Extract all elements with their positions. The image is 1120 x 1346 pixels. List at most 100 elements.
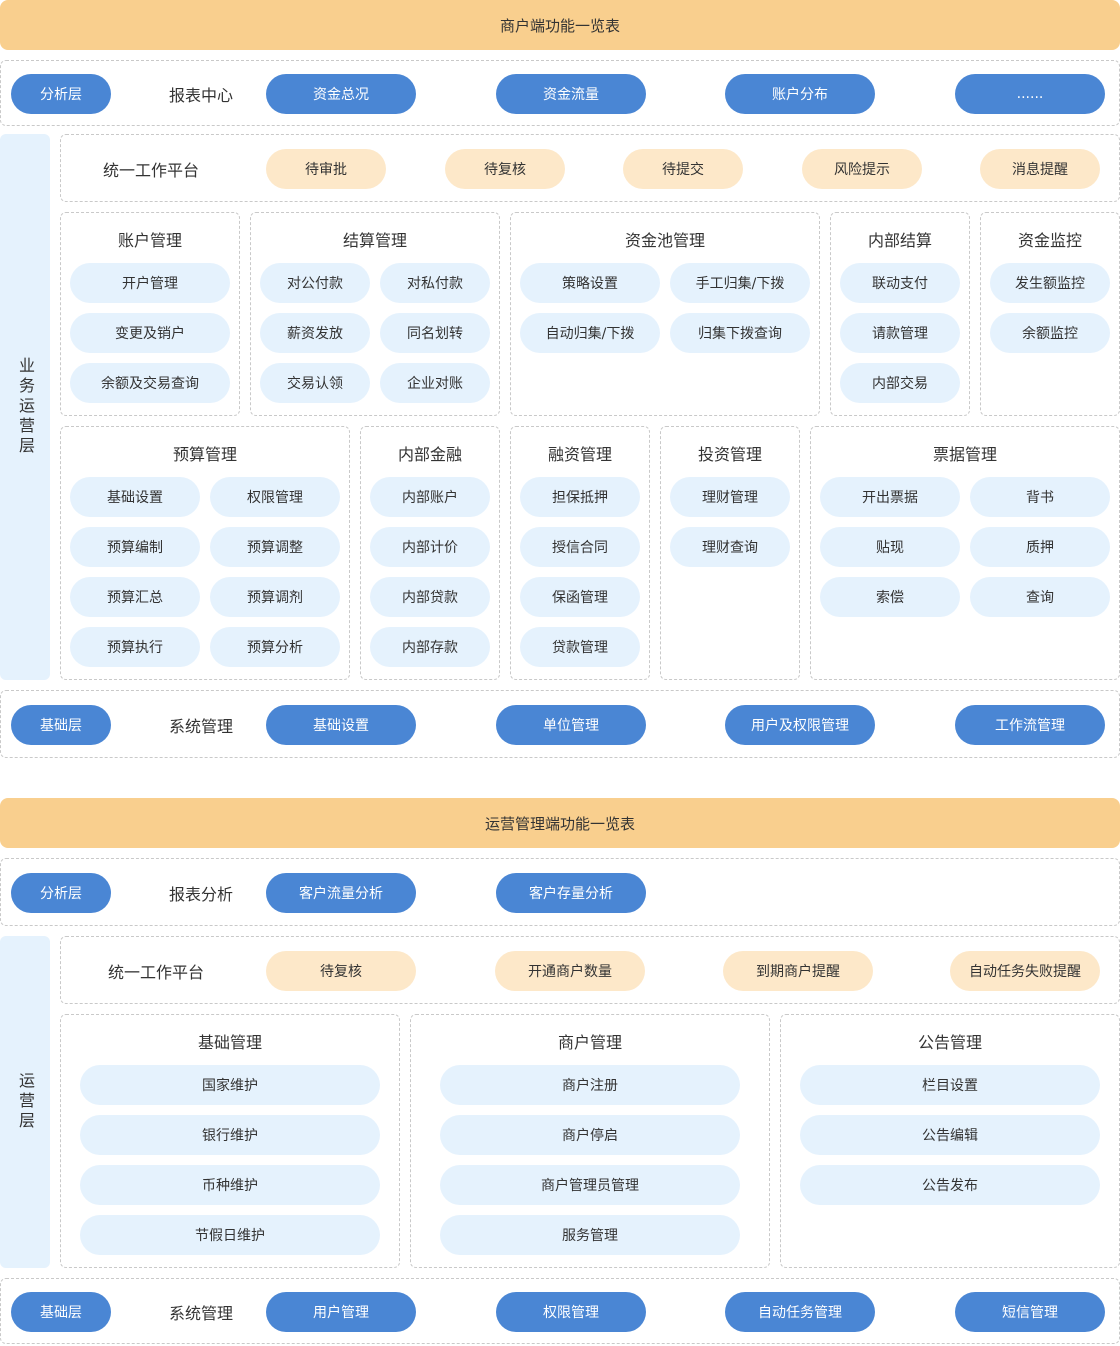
module-item[interactable]: 预算编制	[70, 527, 200, 567]
module-item[interactable]: 手工归集/下拨	[670, 263, 810, 303]
module-item[interactable]: 预算调整	[210, 527, 340, 567]
module-item[interactable]: 开出票据	[820, 477, 960, 517]
operation-base-row: 基础层 系统管理 用户管理 权限管理 自动任务管理 短信管理	[0, 1278, 1120, 1344]
module-item[interactable]: 商户停启	[440, 1115, 740, 1155]
expiring-merchants-button[interactable]: 到期商户提醒	[723, 951, 873, 991]
merchant-analysis-row: 分析层 报表中心 资金总况 资金流量 账户分布 ......	[0, 60, 1120, 126]
module-item[interactable]: 索偿	[820, 577, 960, 617]
module-item[interactable]: 基础设置	[70, 477, 200, 517]
module-item[interactable]: 对公付款	[260, 263, 370, 303]
system-management-label: 系统管理	[168, 1304, 233, 1323]
auto-task-management-button[interactable]: 自动任务管理	[725, 1292, 875, 1332]
system-management-label: 系统管理	[168, 717, 233, 736]
module-item[interactable]: 公告编辑	[800, 1115, 1100, 1155]
module-item[interactable]: 发生额监控	[990, 263, 1110, 303]
module-item[interactable]: 预算分析	[210, 627, 340, 667]
module-item[interactable]: 预算调剂	[210, 577, 340, 617]
module-item[interactable]: 商户管理员管理	[440, 1165, 740, 1205]
module-investment: 投资管理 理财管理 理财查询	[660, 426, 800, 680]
operation-analysis-row: 分析层 报表分析 客户流量分析 客户存量分析	[0, 858, 1120, 926]
module-item[interactable]: 授信合同	[520, 527, 640, 567]
module-item[interactable]: 预算汇总	[70, 577, 200, 617]
module-notice-management: 公告管理 栏目设置 公告编辑 公告发布	[780, 1014, 1120, 1268]
module-item[interactable]: 归集下拨查询	[670, 313, 810, 353]
module-item[interactable]: 策略设置	[520, 263, 660, 303]
module-item[interactable]: 变更及销户	[70, 313, 230, 353]
pending-review-button[interactable]: 待复核	[445, 149, 565, 189]
customer-stock-analysis-button[interactable]: 客户存量分析	[496, 873, 646, 913]
module-item[interactable]: 银行维护	[80, 1115, 380, 1155]
module-item[interactable]: 同名划转	[380, 313, 490, 353]
analysis-layer-badge: 分析层	[11, 873, 111, 913]
module-item[interactable]: 权限管理	[210, 477, 340, 517]
opened-merchants-button[interactable]: 开通商户数量	[495, 951, 645, 991]
pending-approval-button[interactable]: 待审批	[266, 149, 386, 189]
permission-management-button[interactable]: 权限管理	[496, 1292, 646, 1332]
module-item[interactable]: 公告发布	[800, 1165, 1100, 1205]
module-item[interactable]: 联动支付	[840, 263, 960, 303]
module-settlement: 结算管理 对公付款 对私付款 薪资发放 同名划转 交易认领 企业对账	[250, 212, 500, 416]
module-item[interactable]: 担保抵押	[520, 477, 640, 517]
module-item[interactable]: 服务管理	[440, 1215, 740, 1255]
basic-settings-button[interactable]: 基础设置	[266, 705, 416, 745]
user-permission-button[interactable]: 用户及权限管理	[725, 705, 875, 745]
module-item[interactable]: 预算执行	[70, 627, 200, 667]
module-item[interactable]: 保函管理	[520, 577, 640, 617]
module-title: 投资管理	[697, 445, 762, 464]
user-management-button[interactable]: 用户管理	[266, 1292, 416, 1332]
customer-flow-analysis-button[interactable]: 客户流量分析	[266, 873, 416, 913]
module-item[interactable]: 背书	[970, 477, 1110, 517]
message-reminder-button[interactable]: 消息提醒	[980, 149, 1100, 189]
module-item[interactable]: 质押	[970, 527, 1110, 567]
merchant-base-row: 基础层 系统管理 基础设置 单位管理 用户及权限管理 工作流管理	[0, 690, 1120, 758]
module-item[interactable]: 理财管理	[670, 477, 790, 517]
module-item[interactable]: 内部计价	[370, 527, 490, 567]
module-item[interactable]: 贷款管理	[520, 627, 640, 667]
module-item[interactable]: 内部交易	[840, 363, 960, 403]
module-item[interactable]: 贴现	[820, 527, 960, 567]
module-item[interactable]: 自动归集/下拨	[520, 313, 660, 353]
account-distribution-button[interactable]: 账户分布	[725, 74, 875, 114]
operations-layer-label: 运营层	[0, 936, 50, 1268]
module-item[interactable]: 理财查询	[670, 527, 790, 567]
module-account: 账户管理 开户管理 变更及销户 余额及交易查询	[60, 212, 240, 416]
module-title: 商户管理	[557, 1033, 622, 1052]
module-item[interactable]: 余额及交易查询	[70, 363, 230, 403]
module-financing: 融资管理 担保抵押 授信合同 保函管理 贷款管理	[510, 426, 650, 680]
fund-overview-button[interactable]: 资金总况	[266, 74, 416, 114]
risk-alert-button[interactable]: 风险提示	[802, 149, 922, 189]
module-internal-finance: 内部金融 内部账户 内部计价 内部贷款 内部存款	[360, 426, 500, 680]
module-item[interactable]: 栏目设置	[800, 1065, 1100, 1105]
module-item[interactable]: 节假日维护	[80, 1215, 380, 1255]
module-item[interactable]: 内部存款	[370, 627, 490, 667]
report-center-label: 报表中心	[168, 86, 233, 105]
module-item[interactable]: 薪资发放	[260, 313, 370, 353]
pending-review-button[interactable]: 待复核	[266, 951, 416, 991]
module-internal-settlement: 内部结算 联动支付 请款管理 内部交易	[830, 212, 970, 416]
base-layer-badge: 基础层	[11, 1292, 111, 1332]
sms-management-button[interactable]: 短信管理	[955, 1292, 1105, 1332]
pending-submit-button[interactable]: 待提交	[623, 149, 743, 189]
report-analysis-label: 报表分析	[168, 885, 233, 904]
workflow-management-button[interactable]: 工作流管理	[955, 705, 1105, 745]
fund-flow-button[interactable]: 资金流量	[496, 74, 646, 114]
unit-management-button[interactable]: 单位管理	[496, 705, 646, 745]
module-item[interactable]: 内部账户	[370, 477, 490, 517]
workbench-title: 统一工作平台	[107, 963, 204, 982]
module-item[interactable]: 对私付款	[380, 263, 490, 303]
module-item[interactable]: 币种维护	[80, 1165, 380, 1205]
module-item[interactable]: 商户注册	[440, 1065, 740, 1105]
module-item[interactable]: 请款管理	[840, 313, 960, 353]
task-failure-alert-button[interactable]: 自动任务失败提醒	[950, 951, 1100, 991]
module-item[interactable]: 交易认领	[260, 363, 370, 403]
module-item[interactable]: 国家维护	[80, 1065, 380, 1105]
module-item[interactable]: 企业对账	[380, 363, 490, 403]
module-title: 内部金融	[397, 445, 462, 464]
module-title: 预算管理	[172, 445, 237, 464]
module-item[interactable]: 开户管理	[70, 263, 230, 303]
module-item[interactable]: 内部贷款	[370, 577, 490, 617]
module-item[interactable]: 查询	[970, 577, 1110, 617]
more-button[interactable]: ......	[955, 74, 1105, 114]
merchant-title-banner: 商户端功能一览表	[0, 0, 1120, 50]
module-item[interactable]: 余额监控	[990, 313, 1110, 353]
